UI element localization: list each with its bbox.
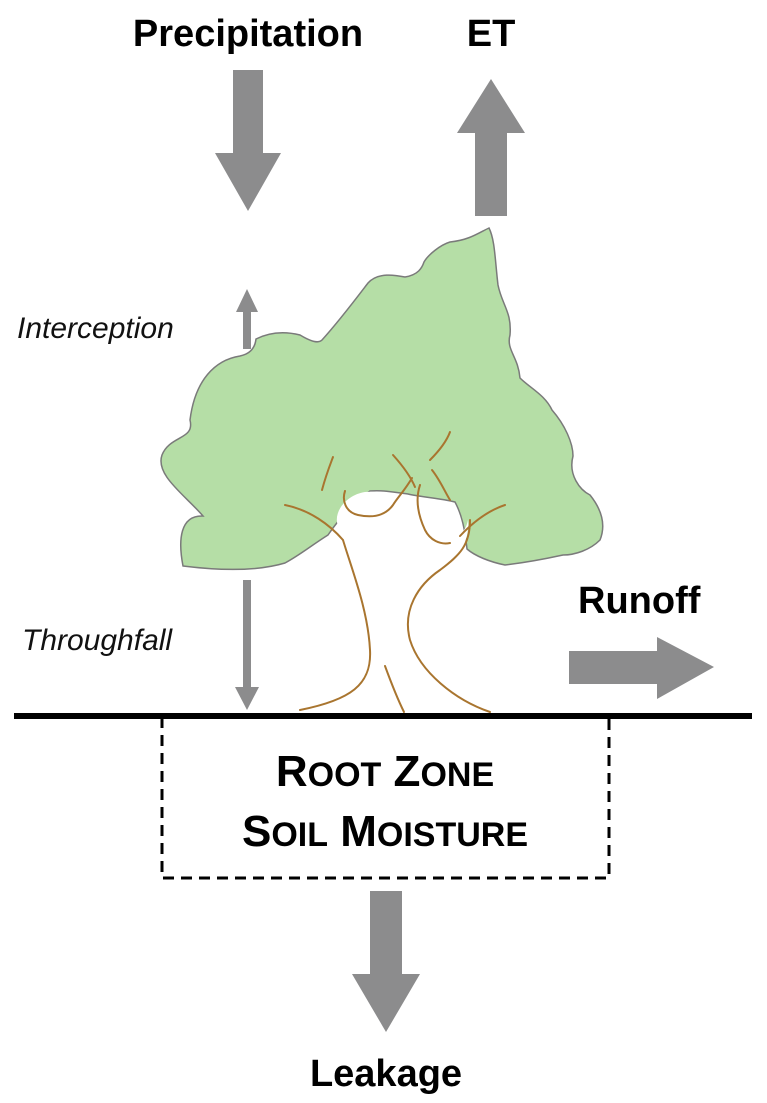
throughfall-arrow [235,580,259,710]
leakage-arrow [352,891,420,1032]
tree-canopy [160,227,604,571]
precipitation-label: Precipitation [133,13,363,55]
root-zone-box [160,714,611,880]
tree-branches [284,431,506,713]
root-zone-label: ROOT ZONE [276,747,494,796]
runoff-label: Runoff [578,580,701,622]
throughfall-label: Throughfall [22,624,173,657]
interception-arrow [236,289,258,349]
tree-trunk [300,491,490,712]
et-arrow [457,79,525,216]
interception-label: Interception [17,312,174,345]
et-label: ET [467,13,516,55]
leakage-label: Leakage [310,1053,462,1095]
soil-moisture-label: SOIL MOISTURE [242,807,528,856]
precipitation-arrow [215,70,281,211]
runoff-arrow [569,637,714,699]
